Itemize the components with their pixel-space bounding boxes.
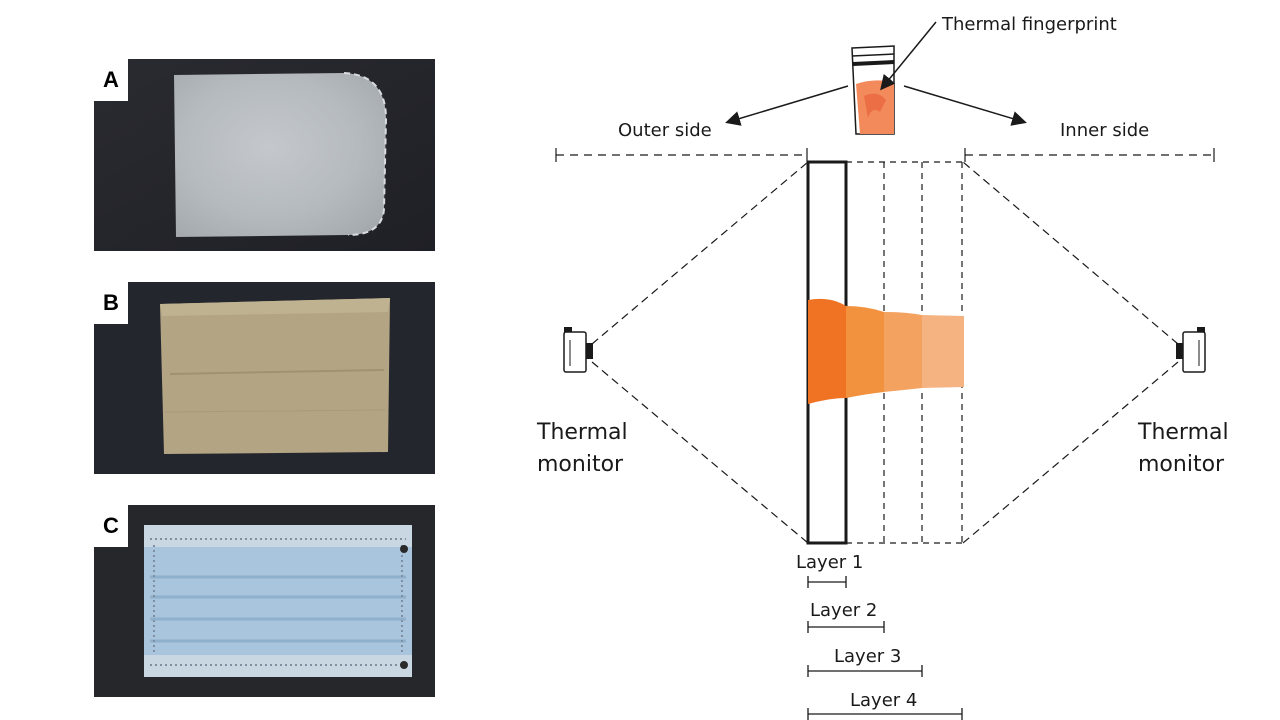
monitor-left-label-line1: Thermal	[536, 420, 628, 445]
inner-arrow	[903, 85, 1027, 126]
panel-label-b: B	[94, 282, 128, 324]
thermal-monitor-left-icon	[563, 327, 593, 373]
heat-band-3	[884, 312, 922, 392]
heat-band-2	[846, 306, 884, 398]
layer-2-label: Layer 2	[810, 600, 877, 621]
distance-lines	[555, 148, 1215, 162]
inner-side-label: Inner side	[1060, 120, 1149, 141]
photo-panel-c: C	[94, 505, 435, 697]
layer-3-label: Layer 3	[834, 646, 901, 667]
heat-bands	[808, 298, 964, 404]
monitor-left-label-line2: monitor	[537, 452, 624, 477]
panel-label-a: A	[94, 59, 128, 101]
cardboard-photo	[94, 282, 435, 474]
fingerprint-label: Thermal fingerprint	[941, 14, 1117, 35]
monitor-right-label-line1: Thermal	[1137, 420, 1229, 445]
fingerprint-arrow	[880, 21, 937, 91]
thermal-monitor-right-icon	[1176, 327, 1206, 373]
heat-band-4	[922, 315, 964, 388]
layer-4-label: Layer 4	[850, 690, 917, 711]
sightlines	[591, 161, 1179, 544]
layer-brackets	[807, 576, 963, 720]
outer-side-label: Outer side	[618, 120, 712, 141]
layer-1-label: Layer 1	[796, 552, 863, 573]
photo-panel-a: A	[94, 59, 435, 251]
cup-icon	[851, 45, 895, 135]
outer-arrow	[725, 85, 849, 126]
photo-panel-b: B	[94, 282, 435, 474]
surgical-mask-photo	[94, 505, 435, 697]
monitor-right-label-line2: monitor	[1138, 452, 1225, 477]
plastic-sheet-photo	[94, 59, 435, 251]
panel-label-c: C	[94, 505, 128, 547]
heat-band-1	[808, 298, 846, 404]
